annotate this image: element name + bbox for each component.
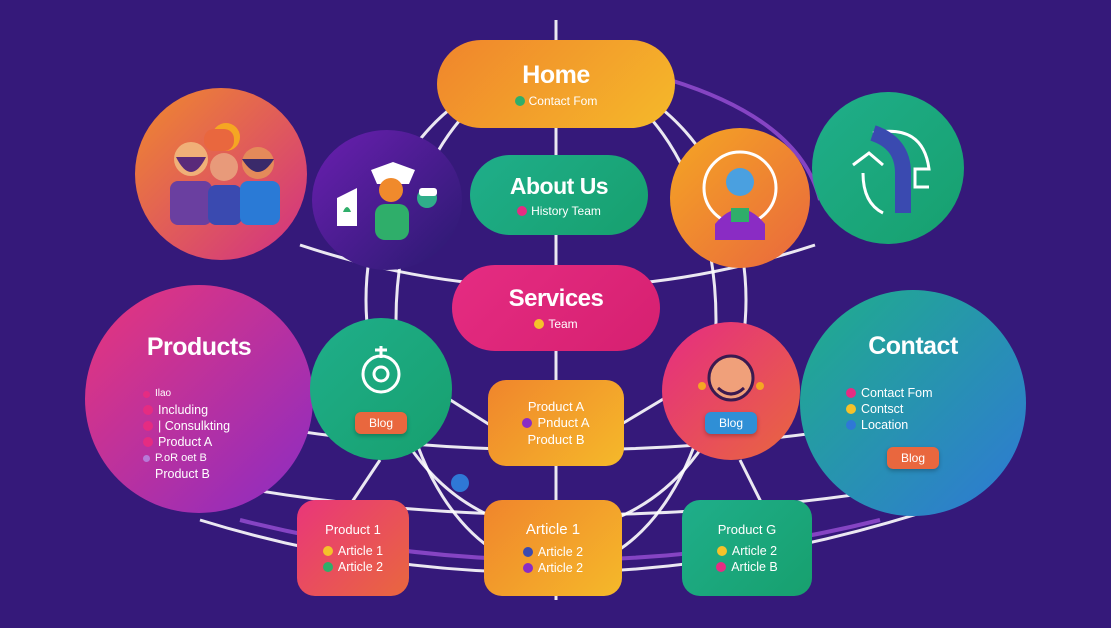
bottom-center-box[interactable]: Article 1 Article 2 Article 2 <box>484 500 622 596</box>
bottom-right-box[interactable]: Product G Article 2 Article B <box>682 500 812 596</box>
bottom-center-title: Article 1 <box>525 520 581 538</box>
green-dot-icon <box>514 95 525 106</box>
team-icon <box>170 123 280 225</box>
yellow-dot-icon <box>534 319 545 329</box>
contact-node[interactable]: Contact Contact Fom Contsct Location Blo… <box>800 290 1026 516</box>
home-subtitle: Contact Fom <box>514 94 597 108</box>
blog-left-button[interactable]: Blog <box>354 412 408 434</box>
bottom-right-title: Product G <box>717 521 777 537</box>
team-illustration-circle <box>135 88 307 260</box>
services-subtitle: Team <box>534 317 578 331</box>
blog-right-node[interactable]: Blog <box>662 322 800 460</box>
contact-title: Contact <box>868 332 958 360</box>
products-list: Ilao Including | Consulkting Product A P… <box>143 386 230 482</box>
gear-icon <box>361 346 401 394</box>
products-item: Product B <box>155 467 210 481</box>
about-us-title: About Us <box>509 172 609 199</box>
products-item: Ilao <box>143 386 230 402</box>
person-illustration-circle <box>312 130 462 270</box>
bottom-left-item: Article 1 <box>322 543 383 559</box>
blog-right-button[interactable]: Blog <box>704 412 758 434</box>
center-box-line: Product B <box>527 432 585 447</box>
home-node[interactable]: Home Contact Fom <box>437 40 675 128</box>
contact-item: Contsct <box>846 401 933 417</box>
services-title: Services <box>508 285 604 312</box>
about-us-subtitle: History Team <box>517 204 601 218</box>
contact-list: Contact Fom Contsct Location <box>846 385 933 433</box>
home-title: Home <box>522 60 590 89</box>
contact-blog-button[interactable]: Blog <box>886 447 940 469</box>
bottom-left-title: Product 1 <box>325 521 381 537</box>
products-item: Including <box>143 402 230 418</box>
center-box-line: Product A <box>527 399 585 414</box>
products-item: P.oR oet B <box>143 450 230 466</box>
center-box-line: Pnduct A <box>522 415 590 431</box>
profile-illustration-circle <box>670 128 810 268</box>
profile-icon <box>702 150 778 240</box>
bottom-right-item: Article B <box>716 559 778 575</box>
products-node[interactable]: Products Ilao Including | Consulkting Pr… <box>85 285 313 513</box>
head-icon <box>852 125 931 215</box>
bottom-center-item: Article 2 <box>522 560 583 576</box>
bottom-left-item: Article 2 <box>322 559 383 575</box>
head-illustration-circle <box>812 92 964 244</box>
pink-dot-icon <box>517 205 528 216</box>
center-product-box[interactable]: Product A Pnduct A Product B <box>488 380 624 466</box>
about-us-node[interactable]: About Us History Team <box>470 155 648 235</box>
services-node[interactable]: Services Team <box>452 265 660 351</box>
products-item: Product A <box>143 434 230 450</box>
contact-item: Location <box>846 417 933 433</box>
bottom-left-box[interactable]: Product 1 Article 1 Article 2 <box>297 500 409 596</box>
avatar-icon <box>698 354 764 402</box>
bottom-center-item: Article 2 <box>522 544 583 560</box>
bottom-right-item: Article 2 <box>716 543 777 559</box>
contact-item: Contact Fom <box>846 385 933 401</box>
person-icon <box>337 162 437 240</box>
products-title: Products <box>146 333 252 361</box>
blog-left-node[interactable]: Blog <box>310 318 452 460</box>
products-item: | Consulkting <box>143 418 230 434</box>
